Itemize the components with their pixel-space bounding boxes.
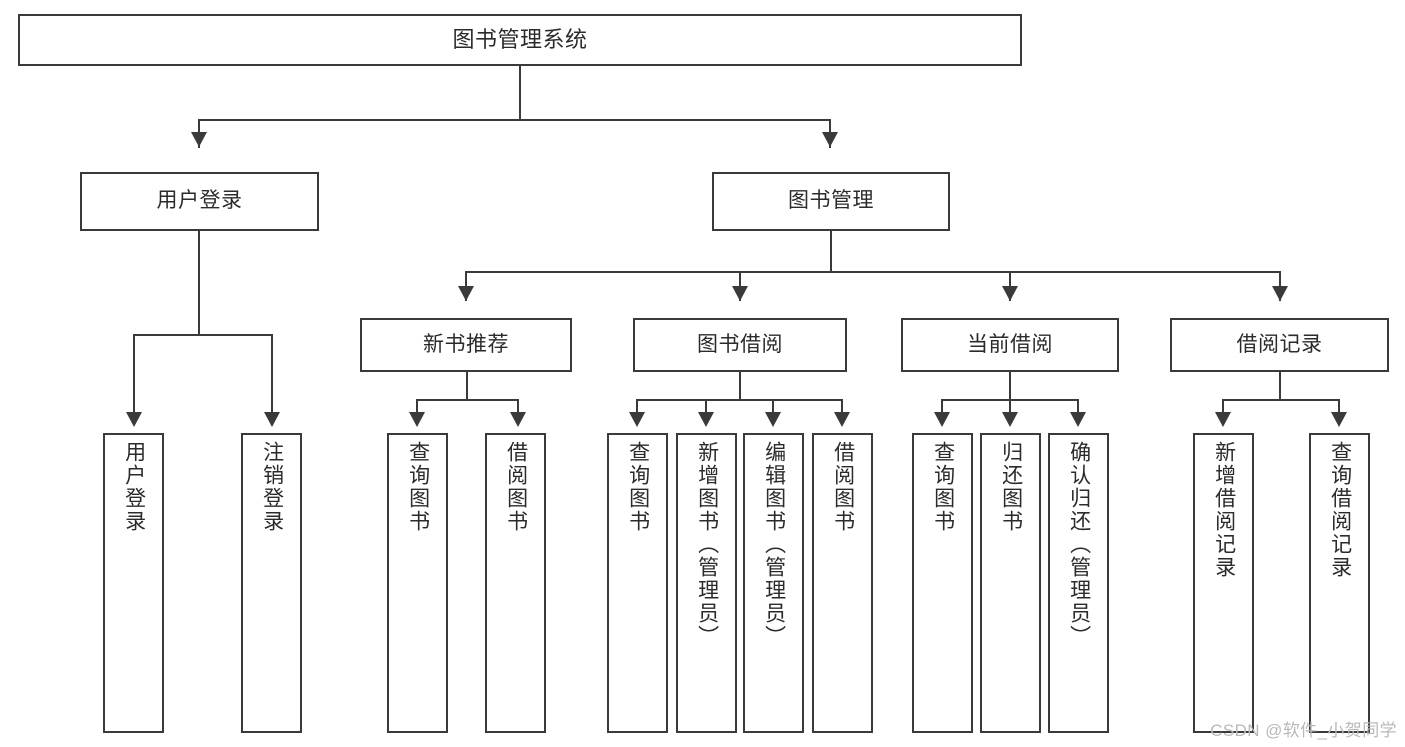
connector-user-login-bar [133,334,273,336]
node-root-book-management-system[interactable]: 图书管理系统 [18,14,1022,66]
node-book-management[interactable]: 图书管理 [712,172,950,231]
node-label: 新增图书（管理员） [695,441,719,648]
node-label: 新增借阅记录 [1212,441,1236,579]
leaf-borrow-book-borrow[interactable]: 借阅图书 [812,433,873,733]
leaf-query-book-borrow[interactable]: 查询图书 [607,433,668,733]
arrowhead-bb-leaf-1 [629,412,645,427]
arrowhead-nb-leaf-2 [510,412,526,427]
connector-borrow-record-stem [1279,372,1281,400]
connector-new-book-stem [466,372,468,400]
arrowhead-current-borrow [1002,286,1018,301]
connector-book-borrow-stem [739,372,741,400]
arrowhead-leaf-user-login [126,412,142,427]
connector-nb-leaf-2 [517,399,519,421]
node-label: 编辑图书（管理员） [762,441,786,648]
node-user-login[interactable]: 用户登录 [80,172,319,231]
connector-borrow-record-bar [1222,399,1340,401]
leaf-add-borrow-record[interactable]: 新增借阅记录 [1193,433,1254,733]
arrowhead-br-leaf-2 [1331,412,1347,427]
connector-bb-leaf-4 [841,399,843,421]
node-label: 图书管理 [788,189,874,213]
node-label: 图书管理系统 [452,27,588,53]
connector-nb-leaf-1 [416,399,418,421]
node-label: 归还图书 [999,441,1023,533]
connector-root-bar [198,119,831,121]
node-label: 查询图书 [931,441,955,533]
node-label: 借阅记录 [1236,332,1323,356]
leaf-borrow-book-new-recommend[interactable]: 借阅图书 [485,433,546,733]
connector-br-leaf-1 [1222,399,1224,421]
arrowhead-br-leaf-1 [1215,412,1231,427]
node-label: 确认归还（管理员） [1067,441,1091,648]
node-label: 用户登录 [156,189,243,213]
node-label: 查询图书 [406,441,430,533]
connector-to-leaf-user-login [133,334,135,421]
arrowhead-bb-leaf-3 [765,412,781,427]
node-label: 查询借阅记录 [1328,441,1352,579]
connector-new-book-bar [416,399,519,401]
node-borrow-record[interactable]: 借阅记录 [1170,318,1389,372]
leaf-confirm-return-admin[interactable]: 确认归还（管理员） [1048,433,1109,733]
node-label: 查询图书 [626,441,650,533]
csdn-watermark: CSDN @软件_小贺同学 [1210,721,1397,740]
arrowhead-user-login [191,132,207,147]
arrowhead-bb-leaf-4 [834,412,850,427]
arrowhead-book-manage [822,132,838,147]
node-label: 新书推荐 [423,332,509,356]
leaf-edit-book-admin[interactable]: 编辑图书（管理员） [743,433,804,733]
connector-br-leaf-2 [1338,399,1340,421]
node-book-borrow[interactable]: 图书借阅 [633,318,847,372]
leaf-query-book-new-recommend[interactable]: 查询图书 [387,433,448,733]
leaf-return-book[interactable]: 归还图书 [980,433,1041,733]
connector-book-manage-bar [465,271,1281,273]
arrowhead-leaf-logout-login [264,412,280,427]
connector-user-login-stem [198,231,200,335]
connector-cb-leaf-2 [1009,399,1011,421]
connector-book-borrow-bar [636,399,843,401]
node-label: 借阅图书 [831,441,855,533]
leaf-logout-login[interactable]: 注销登录 [241,433,302,733]
connector-bb-leaf-2 [705,399,707,421]
arrowhead-new-book-recommend [458,286,474,301]
leaf-add-book-admin[interactable]: 新增图书（管理员） [676,433,737,733]
connector-bb-leaf-1 [636,399,638,421]
node-label: 借阅图书 [504,441,528,533]
connector-cb-leaf-1 [941,399,943,421]
leaf-query-book-current[interactable]: 查询图书 [912,433,973,733]
connector-cb-leaf-3 [1077,399,1079,421]
arrowhead-nb-leaf-1 [409,412,425,427]
connector-current-borrow-stem [1009,372,1011,400]
node-label: 用户登录 [122,441,146,533]
arrowhead-cb-leaf-2 [1002,412,1018,427]
node-label: 图书借阅 [697,332,783,356]
arrowhead-cb-leaf-1 [934,412,950,427]
leaf-query-borrow-record[interactable]: 查询借阅记录 [1309,433,1370,733]
node-current-borrow[interactable]: 当前借阅 [901,318,1119,372]
connector-root-stem [519,66,521,120]
arrowhead-bb-leaf-2 [698,412,714,427]
leaf-user-login[interactable]: 用户登录 [103,433,164,733]
connector-bb-leaf-3 [772,399,774,421]
arrowhead-cb-leaf-3 [1070,412,1086,427]
arrowhead-borrow-record [1272,286,1288,301]
node-new-book-recommend[interactable]: 新书推荐 [360,318,572,372]
arrowhead-book-borrow [732,286,748,301]
connector-to-leaf-logout-login [271,334,273,421]
node-label: 注销登录 [260,441,284,533]
node-label: 当前借阅 [967,332,1053,356]
connector-book-manage-stem [830,231,832,272]
